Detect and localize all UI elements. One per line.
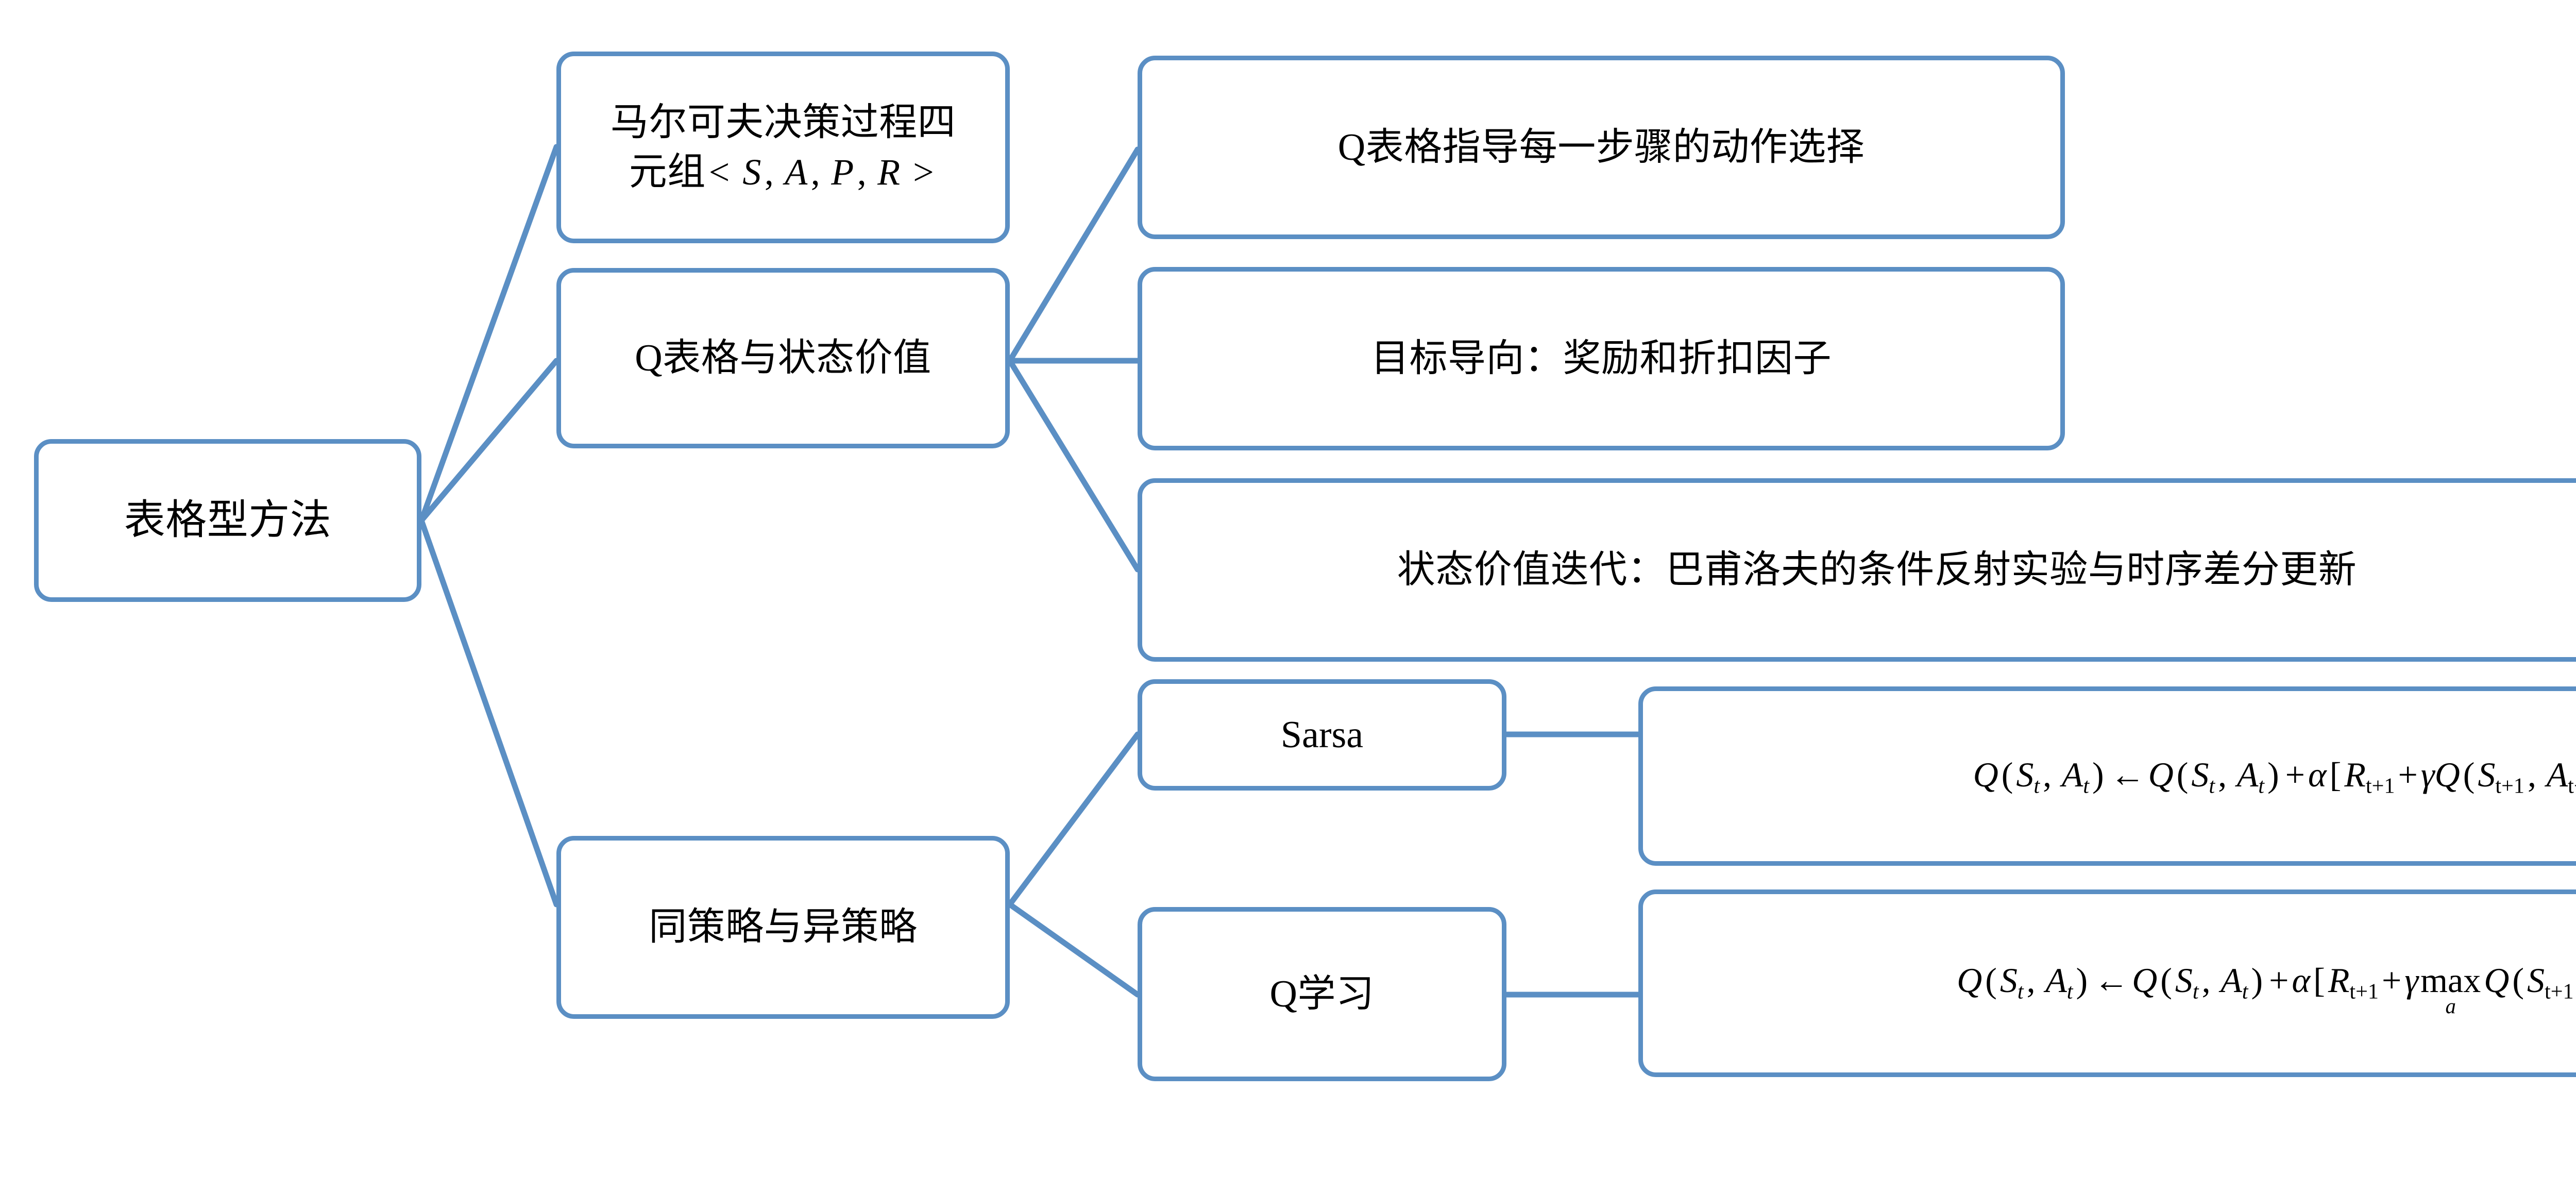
edge-root-to-policy [418,517,560,908]
edge-root-to-mdp [418,144,560,524]
node-qtable-label: Q表格与状态价值 [635,337,931,379]
node-sarsa-formula[interactable]: Q(St, At)←Q(St, At)+α[Rt+1+γQ(St+1, At+1… [1638,686,2576,866]
node-value-iteration[interactable]: 状态价值迭代：巴甫洛夫的条件反射实验与时序差分更新 [1138,478,2576,662]
edge-root-to-qtable [418,358,560,524]
sarsa-formula-math: Q(St, At)←Q(St, At)+α[Rt+1+γQ(St+1, At+1… [1973,755,2576,798]
node-goal-oriented[interactable]: 目标导向：奖励和折扣因子 [1138,267,2065,450]
node-goal-oriented-label: 目标导向：奖励和折扣因子 [1371,337,1832,380]
node-root[interactable]: 表格型方法 [34,439,421,602]
node-sarsa[interactable]: Sarsa [1138,679,1506,791]
node-qlearning[interactable]: Q学习 [1138,907,1506,1081]
node-value-iteration-label: 状态价值迭代：巴甫洛夫的条件反射实验与时序差分更新 [1397,548,2357,591]
node-mdp-line2-prefix: 元组 [629,151,706,193]
node-q-action-select[interactable]: Q表格指导每一步骤的动作选择 [1138,56,2065,239]
node-mdp[interactable]: 马尔可夫决策过程四 元组< S, A, P, R > [556,52,1010,243]
node-policy-label: 同策略与异策略 [649,906,918,949]
edge-qtable-to-action-select [1007,146,1141,364]
node-sarsa-label: Sarsa [1280,713,1364,756]
edge-qtable-to-value-iteration [1007,358,1141,573]
qlearning-formula-math: Q(St, At)←Q(St, At)+α[Rt+1+γmaxaQ(St+1, … [1957,961,2574,1018]
edge-policy-to-sarsa [1007,731,1141,908]
node-mdp-tuple: < S, A, P, R > [708,152,935,193]
edge-policy-to-qlearning [1007,901,1141,998]
node-qlearning-formula[interactable]: Q(St, At)←Q(St, At)+α[Rt+1+γmaxaQ(St+1, … [1638,889,2576,1077]
node-mdp-line1: 马尔可夫决策过程四 [610,101,956,144]
node-qtable[interactable]: Q表格与状态价值 [556,268,1010,448]
node-qlearning-label: Q学习 [1269,972,1375,1015]
node-q-action-select-label: Q表格指导每一步骤的动作选择 [1337,126,1865,169]
node-mdp-line2: 元组< S, A, P, R > [570,147,996,197]
node-policy[interactable]: 同策略与异策略 [556,836,1010,1019]
node-root-label: 表格型方法 [124,497,332,543]
